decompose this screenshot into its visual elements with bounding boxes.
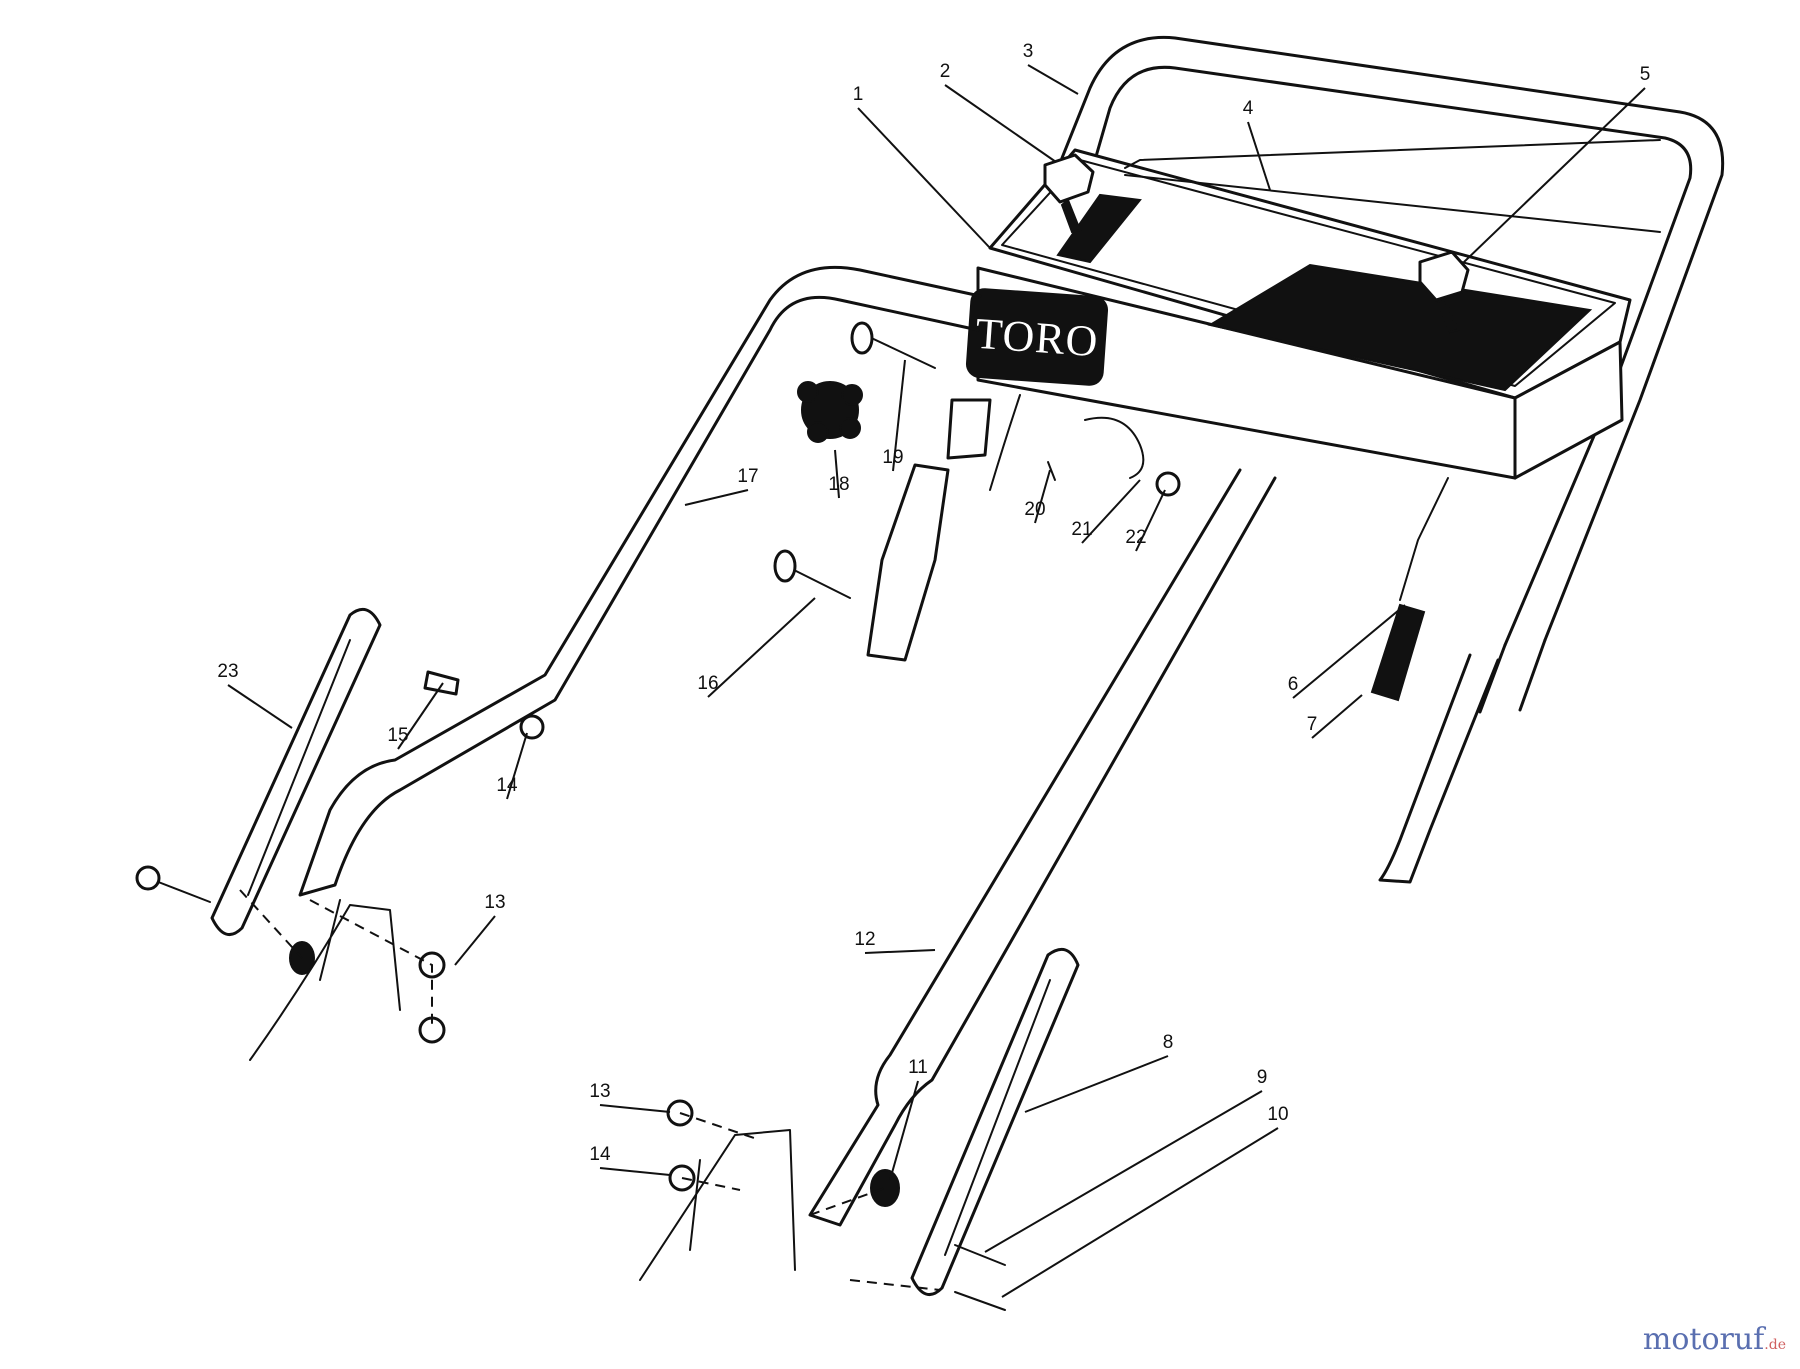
callout-label-c4: 4 bbox=[1243, 98, 1254, 119]
callout-leader-c4 bbox=[1247, 121, 1271, 191]
bolt-9 bbox=[954, 1244, 1006, 1266]
callout-leader-c1 bbox=[857, 107, 991, 249]
callout-label-c10: 10 bbox=[1267, 1104, 1288, 1125]
callout-leader-c9 bbox=[984, 1090, 1263, 1253]
callout-label-c6: 6 bbox=[1288, 674, 1299, 695]
callout-label-c16: 16 bbox=[697, 673, 718, 694]
callout-leader-c10 bbox=[1001, 1127, 1279, 1298]
choke-knob bbox=[1418, 250, 1470, 302]
callout-label-c9: 9 bbox=[1257, 1067, 1268, 1088]
callout-leader-c17 bbox=[684, 489, 749, 506]
choke-lever bbox=[1436, 296, 1460, 334]
throttle-cable bbox=[989, 394, 1021, 491]
callout-leader-c15 bbox=[397, 682, 444, 750]
throttle-knob bbox=[1043, 153, 1095, 204]
brand-logo-text: TORO bbox=[974, 309, 1100, 366]
watermark-suffix: .de bbox=[1764, 1337, 1786, 1353]
callout-leader-c22 bbox=[1135, 489, 1166, 552]
bolt-left-head bbox=[135, 865, 161, 891]
callout-label-c13: 13 bbox=[484, 892, 505, 913]
height-bracket-8-slot bbox=[944, 979, 1051, 1256]
assembly-dashline-left bbox=[239, 889, 433, 1030]
callout-leader-c6 bbox=[1292, 604, 1406, 699]
lower-connector-rod bbox=[866, 463, 950, 662]
callout-leader-c2 bbox=[944, 84, 1057, 163]
callout-label-c19: 19 bbox=[882, 447, 903, 468]
assembly-dashline-right bbox=[679, 1112, 941, 1291]
nut-14-left bbox=[519, 714, 545, 740]
knob-18 bbox=[797, 381, 863, 443]
deck-fragment-right bbox=[639, 1129, 796, 1281]
bolt-16-head bbox=[773, 549, 797, 583]
callout-label-c18: 18 bbox=[828, 474, 849, 495]
callout-leader-c19 bbox=[892, 359, 906, 472]
watermark: motoruf.de bbox=[1643, 1322, 1786, 1357]
bolt-16 bbox=[789, 567, 851, 599]
callout-label-c14b: 14 bbox=[589, 1144, 611, 1165]
callout-label-c20: 20 bbox=[1024, 499, 1045, 520]
bolt-19 bbox=[864, 334, 936, 369]
control-decal bbox=[1124, 139, 1661, 233]
callout-label-c7: 7 bbox=[1307, 714, 1318, 735]
bolt-19-head bbox=[850, 321, 874, 355]
callout-label-c2: 2 bbox=[940, 61, 951, 82]
control-box-side bbox=[1513, 340, 1624, 480]
cable-clamp-21 bbox=[1084, 416, 1145, 479]
callout-label-c5: 5 bbox=[1640, 64, 1651, 85]
callout-leader-c13b bbox=[599, 1104, 671, 1113]
screw-20 bbox=[1047, 461, 1056, 481]
control-cable bbox=[1399, 477, 1449, 601]
throttle-slot bbox=[1056, 193, 1142, 264]
pivot-sleeve bbox=[946, 398, 992, 460]
height-bracket-23-slot bbox=[247, 639, 351, 896]
pin-15 bbox=[423, 670, 460, 696]
watermark-text: motoruf bbox=[1642, 1322, 1765, 1357]
callout-label-c21: 21 bbox=[1071, 519, 1092, 540]
height-bracket-23 bbox=[210, 607, 382, 937]
brand-logo-plate bbox=[965, 288, 1109, 386]
callout-label-c12: 12 bbox=[854, 929, 875, 950]
callout-leader-c13 bbox=[454, 915, 496, 966]
upper-handle-loop bbox=[1060, 35, 1725, 642]
upper-handle-left-leg bbox=[1478, 638, 1547, 714]
callout-label-c11: 11 bbox=[908, 1057, 928, 1078]
callout-label-c8: 8 bbox=[1163, 1032, 1174, 1053]
callout-label-c1: 1 bbox=[853, 84, 864, 105]
callout-leader-c5 bbox=[1463, 87, 1646, 263]
callout-leader-c20 bbox=[1034, 469, 1051, 524]
callout-leader-c18 bbox=[834, 449, 840, 499]
callout-label-c22: 22 bbox=[1125, 527, 1146, 548]
callout-label-c23: 23 bbox=[217, 661, 238, 682]
lower-handle-right-side bbox=[808, 468, 1277, 1227]
callout-leader-c21 bbox=[1081, 479, 1141, 544]
callout-leader-c16 bbox=[707, 597, 816, 698]
callout-label-c3: 3 bbox=[1023, 41, 1034, 62]
lower-handle-left-side bbox=[298, 265, 982, 897]
callout-leader-c14 bbox=[506, 732, 528, 800]
spring-sleeve bbox=[1370, 603, 1426, 702]
bolt-10 bbox=[954, 1291, 1006, 1311]
callout-leader-c12 bbox=[864, 949, 936, 954]
throttle-lever bbox=[1060, 198, 1082, 234]
control-decal-dark bbox=[1207, 263, 1593, 392]
callout-leader-c8 bbox=[1024, 1055, 1169, 1113]
upper-handle-right-leg bbox=[1378, 653, 1500, 884]
callout-leader-c11 bbox=[889, 1080, 919, 1181]
callout-label-c14: 14 bbox=[496, 775, 518, 796]
callout-leader-c14b bbox=[599, 1167, 671, 1176]
callout-label-c13b: 13 bbox=[589, 1081, 610, 1102]
callout-leader-c23 bbox=[227, 684, 293, 729]
upper-handle-loop-inner bbox=[1093, 65, 1693, 647]
deck-fragment-left bbox=[249, 899, 401, 1061]
callout-label-c15: 15 bbox=[387, 725, 408, 746]
wheel-nut-11 bbox=[870, 1169, 900, 1207]
nut-22 bbox=[1155, 471, 1181, 497]
callout-leader-c7 bbox=[1311, 694, 1363, 739]
callout-leader-c3 bbox=[1027, 64, 1079, 95]
callout-label-c17: 17 bbox=[737, 466, 758, 487]
